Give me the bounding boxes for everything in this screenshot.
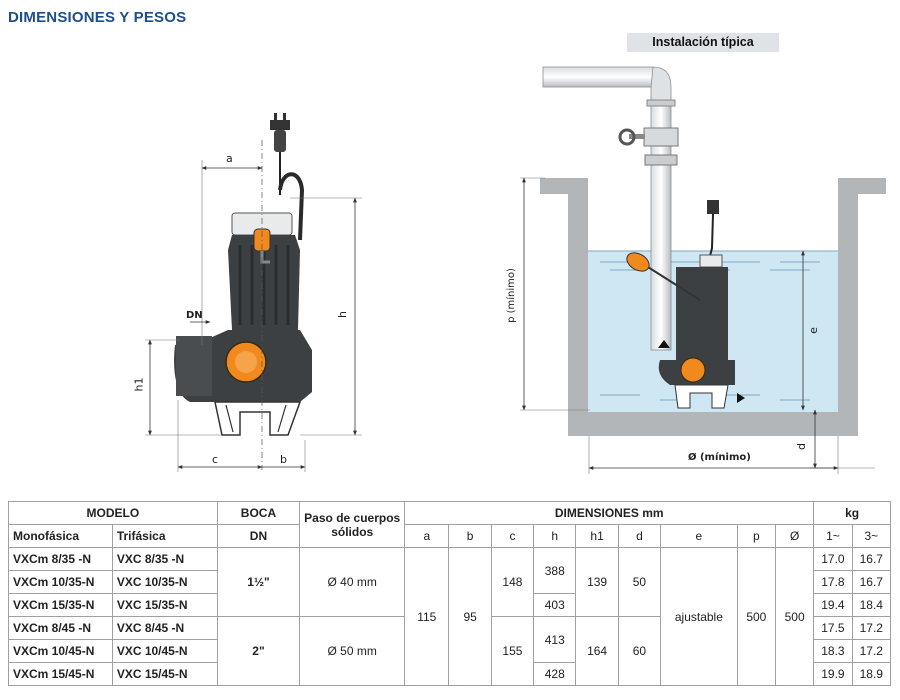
pump-drawing	[145, 113, 362, 472]
cell-p: 500	[736, 547, 776, 686]
spec-table: MODELO BOCA Paso de cuerpos sólidos DIME…	[8, 501, 892, 686]
col-h1: h1	[575, 524, 619, 548]
cell-a: 115	[404, 547, 450, 686]
installation-label: Instalación típica	[627, 33, 779, 52]
cell-paso: Ø 50 mm	[299, 616, 406, 686]
cell-h: 428	[533, 662, 577, 686]
cell-kg1: 17.8	[813, 570, 853, 594]
cell-h: 403	[533, 593, 577, 617]
cell-dn: 1½"	[216, 547, 301, 617]
dim-dn-label: DN	[186, 310, 203, 321]
table-row: VXCm 8/35 -N VXC 8/35 -N 1½" Ø 40 mm 115…	[8, 547, 892, 686]
cell-kg3: 17.2	[851, 616, 892, 640]
cell-paso: Ø 40 mm	[299, 547, 406, 617]
cell-d: 60	[617, 616, 662, 686]
cell-kg1: 17.5	[813, 616, 853, 640]
page-title: DIMENSIONES Y PESOS	[8, 9, 187, 26]
dim-h-label: h	[335, 311, 349, 318]
dim-b-label: b	[280, 453, 287, 466]
col-group-kg: kg	[813, 501, 891, 525]
col-kg3: 3~	[851, 524, 892, 548]
cell-kg3: 16.7	[851, 547, 892, 571]
cell-dn: 2"	[216, 616, 301, 686]
dim-p-label: p (mínimo)	[505, 268, 517, 323]
cell-h: 413	[533, 616, 577, 663]
cell-mono: VXCm 8/35 -N	[8, 547, 113, 571]
col-group-paso: Paso de cuerpos sólidos	[299, 501, 406, 548]
cell-tri: VXC 8/35 -N	[111, 547, 218, 571]
col-kg1: 1~	[813, 524, 853, 548]
col-group-dimensiones: DIMENSIONES mm	[404, 501, 815, 525]
cell-tri: VXC 15/45-N	[111, 662, 218, 686]
cell-mono: VXCm 8/45 -N	[8, 616, 113, 640]
cell-mono: VXCm 10/45-N	[8, 639, 113, 663]
col-c: c	[490, 524, 535, 548]
cell-mono: VXCm 15/45-N	[8, 662, 113, 686]
col-group-modelo: MODELO	[8, 501, 218, 525]
cell-kg1: 19.4	[813, 593, 853, 617]
table-row: VXCm 15/45-N VXC 15/45-N 428 19.9 18.9	[8, 662, 892, 686]
cell-mono: VXCm 15/35-N	[8, 593, 113, 617]
col-tri: Trifásica	[111, 524, 218, 548]
col-p: p	[736, 524, 776, 548]
cell-b: 95	[448, 547, 492, 686]
cell-h1: 139	[575, 547, 619, 617]
cell-tri: VXC 8/45 -N	[111, 616, 218, 640]
cell-kg1: 19.9	[813, 662, 853, 686]
pit-pump	[626, 200, 745, 409]
cell-h: 388	[533, 547, 577, 594]
col-dn: DN	[216, 524, 301, 548]
col-h: h	[533, 524, 577, 548]
cell-c: 148	[490, 547, 535, 617]
cell-kg1: 18.3	[813, 639, 853, 663]
cell-c: 155	[490, 616, 535, 686]
table-row: VXCm 8/45 -N VXC 8/45 -N 2" Ø 50 mm 155 …	[8, 616, 892, 686]
col-a: a	[404, 524, 450, 548]
cell-diam: 500	[774, 547, 815, 686]
cell-tri: VXC 10/35-N	[111, 570, 218, 594]
col-e: e	[660, 524, 738, 548]
col-diam: Ø	[774, 524, 815, 548]
dim-diameter-label: Ø (mínimo)	[688, 452, 751, 463]
cell-kg3: 18.4	[851, 593, 892, 617]
dim-h1-label: h1	[132, 377, 146, 392]
installation-drawing	[520, 66, 886, 474]
cell-kg3: 16.7	[851, 570, 892, 594]
col-d: d	[617, 524, 662, 548]
cell-d: 50	[617, 547, 662, 617]
dim-c-label: c	[212, 453, 219, 466]
drawings	[145, 66, 886, 474]
col-group-boca: BOCA	[216, 501, 301, 525]
cell-kg3: 17.2	[851, 639, 892, 663]
col-b: b	[448, 524, 492, 548]
dim-e-label: e	[806, 327, 820, 334]
dim-a-label: a	[226, 152, 233, 165]
cell-e: ajustable	[660, 547, 738, 686]
cell-mono: VXCm 10/35-N	[8, 570, 113, 594]
dim-d-label: d	[794, 443, 808, 450]
col-mono: Monofásica	[8, 524, 113, 548]
cell-tri: VXC 15/35-N	[111, 593, 218, 617]
cell-kg3: 18.9	[851, 662, 892, 686]
cell-h1: 164	[575, 616, 619, 686]
cell-kg1: 17.0	[813, 547, 853, 571]
cell-tri: VXC 10/45-N	[111, 639, 218, 663]
